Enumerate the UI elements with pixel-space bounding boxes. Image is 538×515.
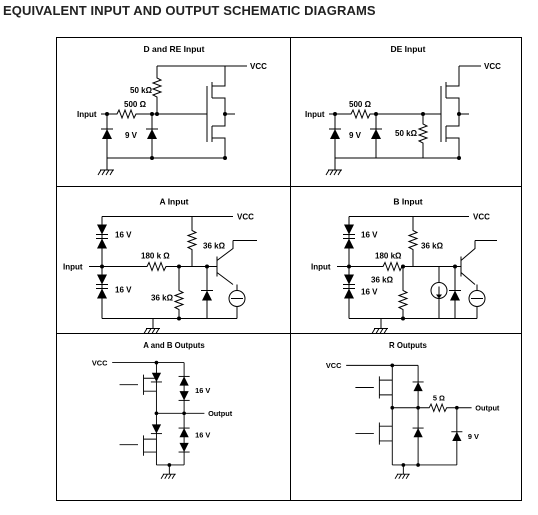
- input-label: Input: [63, 263, 83, 272]
- panel-title: R Outputs: [389, 341, 427, 350]
- panel-a-input: A Input VCC 16 V 16 V Input 180 k Ω 36 k…: [57, 187, 290, 341]
- zener-label: 9 V: [349, 131, 362, 140]
- zener-label-top: 16 V: [361, 231, 378, 240]
- resistor-label-5: 5 Ω: [433, 393, 445, 402]
- resistor-label-series: 180 k Ω: [141, 252, 170, 261]
- panel-r-outputs: R Outputs VCC 5 Ω Output 9 V: [291, 334, 524, 501]
- zener-label: 9 V: [468, 432, 479, 441]
- panel-title: D and RE Input: [144, 44, 205, 54]
- vcc-label: VCC: [250, 62, 267, 71]
- zener-label: 9 V: [125, 131, 138, 140]
- resistor-label-pullup: 36 kΩ: [203, 242, 226, 251]
- vcc-label: VCC: [92, 358, 108, 367]
- panel-title: A Input: [160, 197, 189, 207]
- resistor-label-500: 500 Ω: [349, 100, 372, 109]
- vcc-label: VCC: [484, 62, 501, 71]
- grid-divider-row-2: [57, 333, 521, 334]
- zener-label-bottom: 16 V: [361, 288, 378, 297]
- grid-divider-vertical: [290, 38, 291, 500]
- vcc-label: VCC: [326, 361, 342, 370]
- output-label: Output: [475, 404, 500, 413]
- panel-ab-outputs: A and B Outputs VCC 16 V 16 V Output: [57, 334, 290, 501]
- panel-title: B Input: [393, 197, 422, 207]
- vcc-label: VCC: [473, 213, 490, 222]
- zener-label-top: 16 V: [115, 231, 132, 240]
- resistor-label-pulldown: 36 kΩ: [371, 276, 394, 285]
- input-label: Input: [305, 110, 325, 119]
- resistor-label-series: 180 kΩ: [375, 252, 402, 261]
- resistor-label-50k: 50 kΩ: [395, 129, 418, 138]
- zener-label-bottom: 16 V: [115, 286, 132, 295]
- zener-label-top: 16 V: [195, 386, 210, 395]
- panel-d-re-input: D and RE Input 50 kΩ 500 Ω VCC Input 9 V: [57, 38, 290, 192]
- resistor-label-500: 500 Ω: [124, 100, 147, 109]
- panel-title: DE Input: [391, 44, 426, 54]
- resistor-label-pulldown: 36 kΩ: [151, 294, 174, 303]
- resistor-label-50k: 50 kΩ: [130, 86, 153, 95]
- panel-title: A and B Outputs: [143, 341, 205, 350]
- grid-divider-row-1: [57, 186, 521, 187]
- zener-label-bottom: 16 V: [195, 430, 210, 439]
- vcc-label: VCC: [237, 213, 254, 222]
- input-label: Input: [311, 263, 331, 272]
- schematic-grid: D and RE Input 50 kΩ 500 Ω VCC Input 9 V: [56, 37, 522, 501]
- resistor-label-pullup: 36 kΩ: [421, 242, 444, 251]
- input-label: Input: [77, 110, 97, 119]
- output-label: Output: [208, 409, 233, 418]
- panel-b-input: B Input VCC 16 V 16 V Input 180 kΩ 36 kΩ…: [291, 187, 524, 341]
- page-title: EQUIVALENT INPUT AND OUTPUT SCHEMATIC DI…: [3, 3, 376, 18]
- panel-de-input: DE Input VCC 500 Ω Input 9 V 50 kΩ: [291, 38, 524, 192]
